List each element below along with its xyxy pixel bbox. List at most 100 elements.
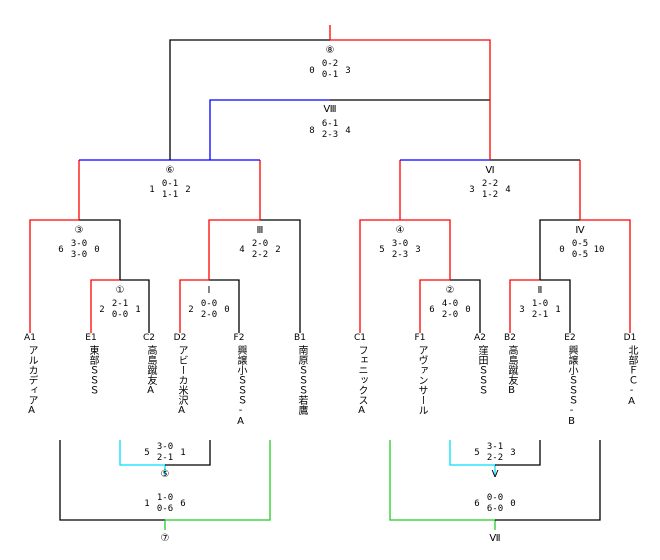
team-code: A1 (24, 333, 36, 343)
mIV-left (539, 219, 580, 280)
mII-half1: 1-0 (532, 299, 548, 309)
mVI-label: Ⅵ (485, 165, 494, 176)
mIV-half2: 0-5 (572, 250, 588, 260)
mVIII-right-score: 4 (345, 126, 350, 136)
m7-half2: 0-6 (157, 504, 173, 514)
m2-left-score: 6 (429, 305, 434, 315)
mII-label: Ⅱ (538, 285, 543, 296)
mII-right (540, 279, 571, 333)
m5-left-score: 5 (144, 448, 149, 458)
m3-left-score: 6 (58, 245, 63, 255)
m4-left-score: 5 (379, 245, 384, 255)
team-name: 窪田ＳＳＳ (476, 345, 487, 395)
m1-left-score: 2 (99, 305, 104, 315)
mI-right-score: 0 (224, 305, 229, 315)
m4-half2: 2-3 (392, 250, 408, 260)
team-name: 興譲小ＳＳＳ-A (235, 345, 246, 427)
mVI-right-score: 4 (505, 185, 510, 195)
mIV-right-score: 10 (594, 245, 605, 255)
team-code: F1 (414, 333, 426, 343)
team-name: 高島蹴友A (145, 345, 156, 396)
m5-right-score: 1 (180, 448, 185, 458)
m2-right-score: 0 (465, 305, 470, 315)
mVII-half1: 0-0 (487, 493, 503, 503)
team-name: 興譲小ＳＳＳ-B (566, 345, 577, 427)
mVII-right-score: 0 (510, 499, 515, 509)
mIII-left-red (208, 219, 260, 280)
m2-left-red (419, 279, 450, 333)
mV-label: Ⅴ (492, 469, 499, 480)
team-name: アルカディアA (26, 345, 37, 416)
mVII-right (495, 440, 601, 521)
m4-label: ④ (396, 225, 405, 236)
mIV-left-score: 0 (559, 245, 564, 255)
team-name: 高島蹴友B (506, 345, 517, 396)
m7-left (59, 440, 165, 521)
mVI-half1: 2-2 (482, 179, 498, 189)
m1-half2: 0-0 (112, 310, 128, 320)
mIII-right (260, 219, 301, 333)
m1-right (120, 279, 150, 333)
team-code: C1 (353, 333, 366, 343)
m8-right-score: 3 (345, 66, 350, 76)
m5-half2: 2-1 (157, 453, 173, 463)
team-name: アビーカ米沢A (176, 345, 187, 416)
mVII-label: Ⅶ (489, 533, 500, 544)
m2-right (450, 279, 481, 333)
m1-left-red (90, 279, 120, 333)
m1-right-score: 1 (135, 305, 140, 315)
mV-right (495, 440, 541, 466)
m6-half1: 0-1 (162, 179, 178, 189)
mVIII-left-score: 8 (309, 126, 314, 136)
team-name: 北部ＦＣ-A (626, 345, 637, 407)
team-code: A2 (474, 333, 486, 343)
m4-right-score: 3 (415, 245, 420, 255)
mIV-label: Ⅳ (575, 225, 585, 236)
m2-half2: 2-0 (442, 310, 458, 320)
m7-label: ⑦ (161, 533, 170, 544)
mVII-left-score: 6 (474, 499, 479, 509)
m6-half2: 1-1 (162, 190, 178, 200)
team-code: F2 (233, 333, 245, 343)
m3-right (79, 219, 121, 280)
m3-label: ③ (75, 225, 84, 236)
m4-half1: 3-0 (392, 239, 408, 249)
mII-half2: 2-1 (532, 310, 548, 320)
mIV-right-red (580, 219, 631, 333)
m8-left (169, 39, 330, 160)
m1-label: ① (116, 285, 125, 296)
team-code: D1 (623, 333, 637, 343)
team-name: 南原ＳＳＳ若鷹 (296, 345, 307, 415)
team-code: D2 (173, 333, 187, 343)
m5-half1: 3-0 (157, 442, 173, 452)
mIV-half1: 0-5 (572, 239, 588, 249)
m7-green (164, 440, 271, 530)
team-code: B2 (504, 333, 516, 343)
m3-half1: 3-0 (71, 239, 87, 249)
mI-right (209, 279, 240, 333)
m3-right-score: 0 (94, 245, 99, 255)
mVIII-half1: 6-1 (322, 119, 338, 129)
team-name: アヴァンサール (416, 345, 427, 415)
mV-half2: 2-2 (487, 453, 503, 463)
mI-half2: 2-0 (201, 310, 217, 320)
mII-left-score: 3 (519, 305, 524, 315)
mII-left-red (509, 279, 540, 333)
m8-right-red (330, 39, 491, 160)
m8-half1: 0-2 (322, 59, 338, 69)
mI-label: Ⅰ (208, 285, 211, 296)
mV-cyan (449, 440, 496, 475)
m8-label: ⑧ (326, 45, 335, 56)
mVIII-label: Ⅷ (323, 104, 336, 115)
team-name: フェニックスA (356, 345, 367, 416)
m7-half1: 1-0 (157, 493, 173, 503)
m3-half2: 3-0 (71, 250, 87, 260)
mVI-left-score: 3 (469, 185, 474, 195)
team-code: E1 (85, 333, 97, 343)
mVIII-half2: 2-3 (322, 130, 338, 140)
m1-half1: 2-1 (112, 299, 128, 309)
team-name: 東部ＳＳＳ (87, 345, 98, 395)
mIII-right-score: 2 (275, 245, 280, 255)
